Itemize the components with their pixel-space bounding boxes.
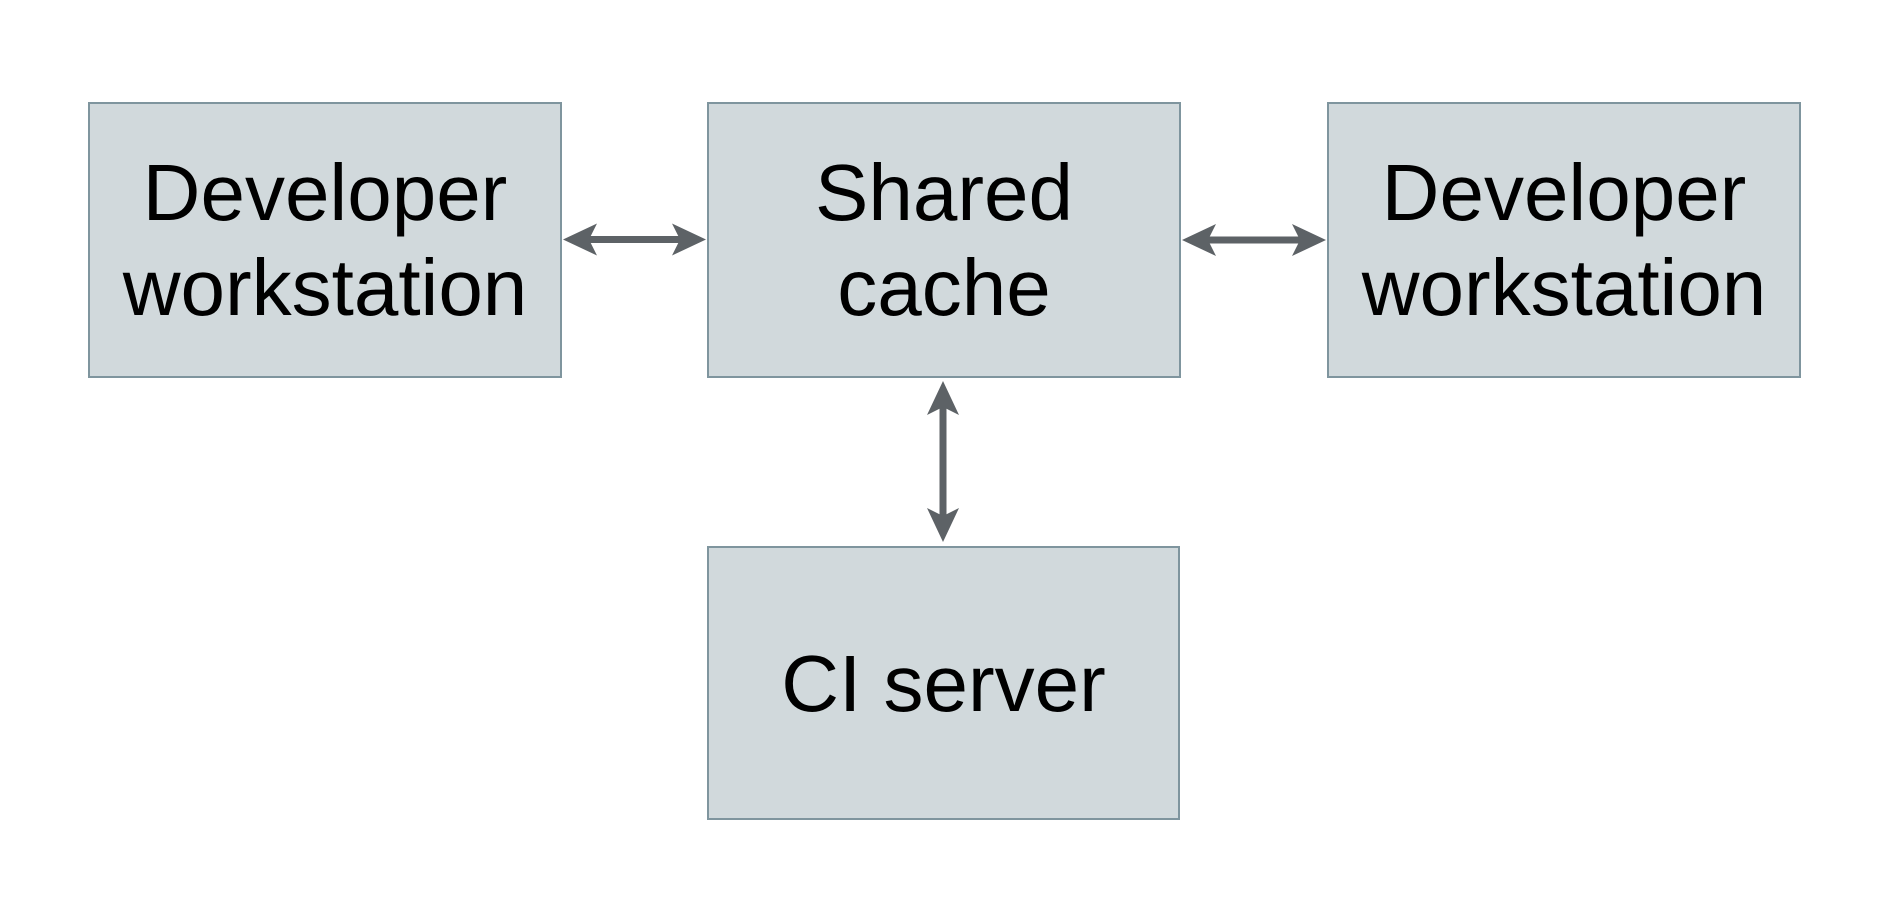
node-label: Shared <box>815 148 1073 237</box>
node-label: cache <box>837 243 1051 332</box>
node-developer-workstation-left: Developer workstation <box>88 102 562 378</box>
bidirectional-arrow-vertical-icon <box>927 381 959 542</box>
node-developer-workstation-right: Developer workstation <box>1327 102 1801 378</box>
node-label: Developer <box>1381 148 1747 237</box>
node-label: Developer <box>142 148 508 237</box>
node-shared-cache: Shared cache <box>707 102 1181 378</box>
bidirectional-arrow-left-horizontal-icon <box>563 223 706 256</box>
node-label: CI server <box>781 638 1106 728</box>
bidirectional-arrow-right-horizontal-icon <box>1182 224 1326 256</box>
node-ci-server: CI server <box>707 546 1180 820</box>
node-label: workstation <box>122 243 528 332</box>
node-label: workstation <box>1361 243 1767 332</box>
